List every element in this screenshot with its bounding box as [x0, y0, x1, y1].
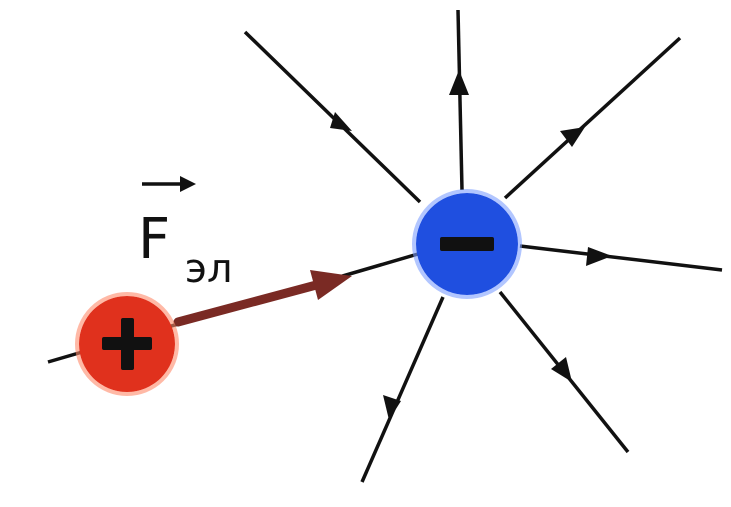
field-line-right-arrow: [586, 247, 612, 266]
plus-sign-vertical: [121, 318, 134, 370]
field-line-up: [456, 9, 464, 191]
force-symbol: F: [138, 207, 170, 272]
field-line-upper-left: [243, 30, 422, 204]
positive-charge: [75, 292, 179, 396]
negative-charge: [412, 189, 522, 299]
vector-bar-arrowhead: [180, 176, 196, 192]
field-line-right: [519, 244, 723, 272]
force-subscript: эл: [185, 246, 233, 292]
field-line-up-arrow: [449, 70, 469, 95]
field-line-lower-left-arrow: [383, 395, 401, 420]
field-line-upper-left-arrow: [330, 112, 352, 131]
force-arrow-head: [310, 270, 352, 300]
force-label: F эл: [138, 176, 233, 292]
positive-charge-halo: [75, 292, 179, 396]
field-line-upper-right-arrow: [560, 127, 585, 147]
negative-charge-halo: [412, 189, 522, 299]
field-line-upper-right: [503, 36, 682, 200]
force-arrow-shaft: [173, 279, 325, 327]
field-line-lower-left: [360, 296, 445, 483]
field-line-lower-right-arrow: [551, 357, 572, 382]
minus-sign: [440, 237, 494, 251]
force-vector: [173, 270, 352, 327]
